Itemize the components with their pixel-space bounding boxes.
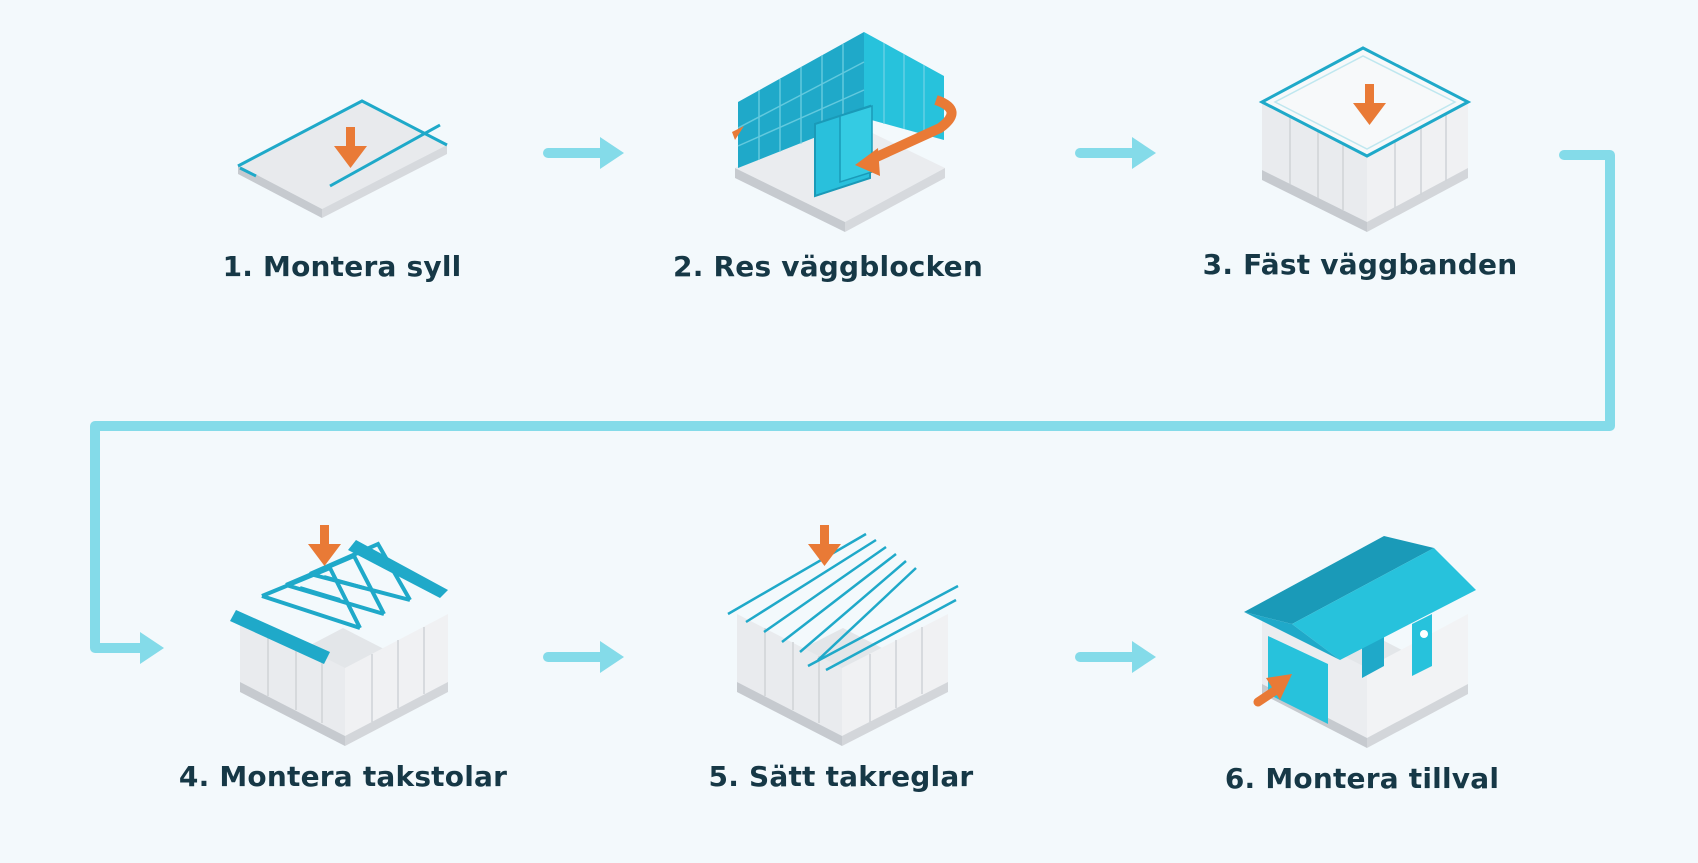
sill-plate-icon bbox=[237, 99, 448, 218]
step-4-label: 4. Montera takstolar bbox=[178, 760, 508, 793]
connector-arrow-5-6 bbox=[1075, 641, 1156, 673]
connector-arrow-2-3 bbox=[1075, 137, 1156, 169]
connector-arrow-1-2 bbox=[543, 137, 624, 169]
down-arrow-icon bbox=[808, 525, 841, 566]
roof-trusses-icon bbox=[230, 525, 448, 746]
down-arrow-icon bbox=[1353, 84, 1386, 125]
right-up-arrow-icon bbox=[1253, 674, 1292, 707]
house-options-icon bbox=[1244, 536, 1476, 748]
wall-blocks-icon bbox=[732, 32, 957, 232]
down-arrow-icon bbox=[334, 127, 367, 168]
step-3-label: 3. Fäst väggbanden bbox=[1202, 248, 1518, 281]
connector-arrow-4-5 bbox=[543, 641, 624, 673]
step-6-label: 6. Montera tillval bbox=[1224, 762, 1500, 795]
step-2-label: 2. Res väggblocken bbox=[673, 250, 983, 283]
roof-battens-icon bbox=[727, 525, 959, 746]
step-1-label: 1. Montera syll bbox=[222, 250, 462, 283]
wall-ties-icon bbox=[1258, 46, 1472, 232]
step-5-label: 5. Sätt takreglar bbox=[708, 760, 974, 793]
connector-return-line bbox=[90, 150, 1615, 664]
down-arrow-icon bbox=[308, 525, 341, 566]
